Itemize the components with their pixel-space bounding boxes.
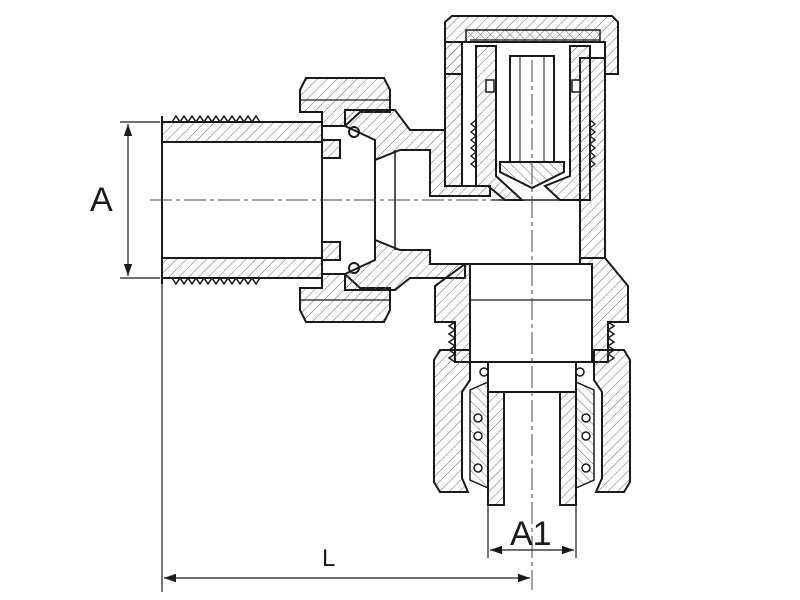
compression-fitting-section <box>433 349 631 506</box>
dim-label-A1: A1 <box>510 515 552 553</box>
tail-piece-lower-wall <box>161 241 341 279</box>
spindle-insert-section <box>469 45 597 201</box>
tail-piece-thread-bottom <box>171 276 261 286</box>
dimension-A <box>120 121 160 279</box>
centerlines <box>150 60 533 590</box>
tail-piece-upper-wall <box>161 121 341 159</box>
dimension-L <box>161 284 530 592</box>
outlet-bore <box>469 263 593 363</box>
pipe-wall-right <box>559 391 577 506</box>
dim-label-L: L <box>322 545 335 572</box>
body-outlet-right <box>579 257 629 363</box>
dimension-A1 <box>487 505 577 558</box>
compression-nut-right <box>593 349 631 493</box>
cap-inner-plate <box>465 29 601 43</box>
body-inlet-upper <box>344 109 491 197</box>
pipe-wall-left <box>487 391 505 506</box>
compression-nut-left <box>433 349 471 493</box>
tail-piece-thread-top <box>171 114 261 124</box>
dim-label-A: A <box>90 181 113 219</box>
cap-section <box>444 15 619 75</box>
